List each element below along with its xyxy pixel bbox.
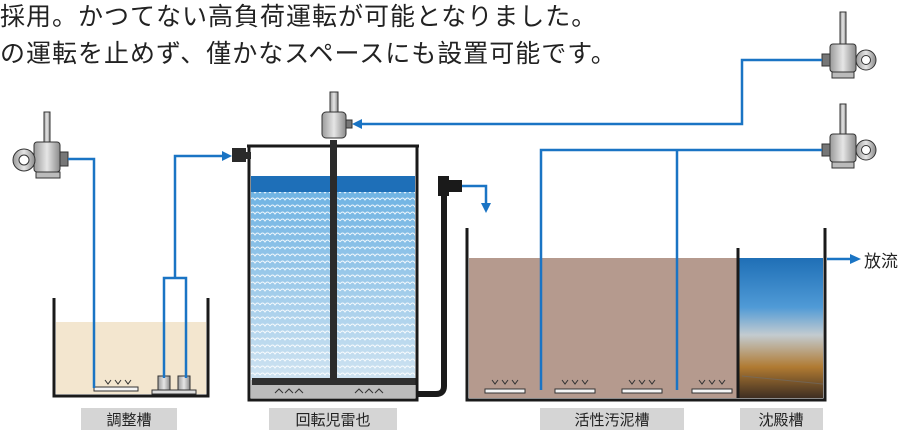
blower-pump-left-icon [12, 111, 69, 179]
arrow-icon [352, 119, 362, 129]
arrow-icon [222, 151, 232, 161]
diffuser-icon [484, 379, 733, 394]
air-pipe-to-sludge-tank [539, 148, 822, 390]
tank-labels: 調整槽 回転児雷也 活性汚泥槽 沈殿槽 [81, 408, 823, 430]
label-settling-tank: 沈殿槽 [758, 411, 803, 429]
air-pipe-adjustment [68, 157, 96, 388]
arrow-icon [850, 254, 861, 264]
label-adjustment-tank: 調整槽 [106, 411, 151, 429]
settling-tank [736, 248, 824, 398]
outflow-label: 放流 [864, 252, 898, 272]
intro-line-2: の運転を止めず、僅かなスペースにも設置可能です。 [0, 39, 617, 68]
diffuser-icon [93, 379, 139, 392]
adjustment-tank [52, 298, 210, 398]
rotating-tank [232, 140, 462, 402]
air-pipe-to-motor [360, 58, 822, 126]
blower-pump-lower-right-icon [821, 103, 877, 169]
arrow-icon [481, 203, 491, 213]
intro-line-1: 採用。かつてない高負荷運転が可能となりました。 [0, 2, 598, 31]
submersible-pump-icon [151, 375, 197, 395]
label-rotating-tank: 回転児雷也 [295, 411, 370, 429]
activated-sludge-tank [465, 228, 827, 402]
blower-pump-top-right-icon [821, 11, 877, 79]
motor-icon [321, 91, 353, 139]
overflow-pipe [462, 184, 488, 206]
label-activated-sludge-tank: 活性汚泥槽 [574, 411, 649, 429]
feed-pipe-to-rotating [162, 154, 225, 378]
